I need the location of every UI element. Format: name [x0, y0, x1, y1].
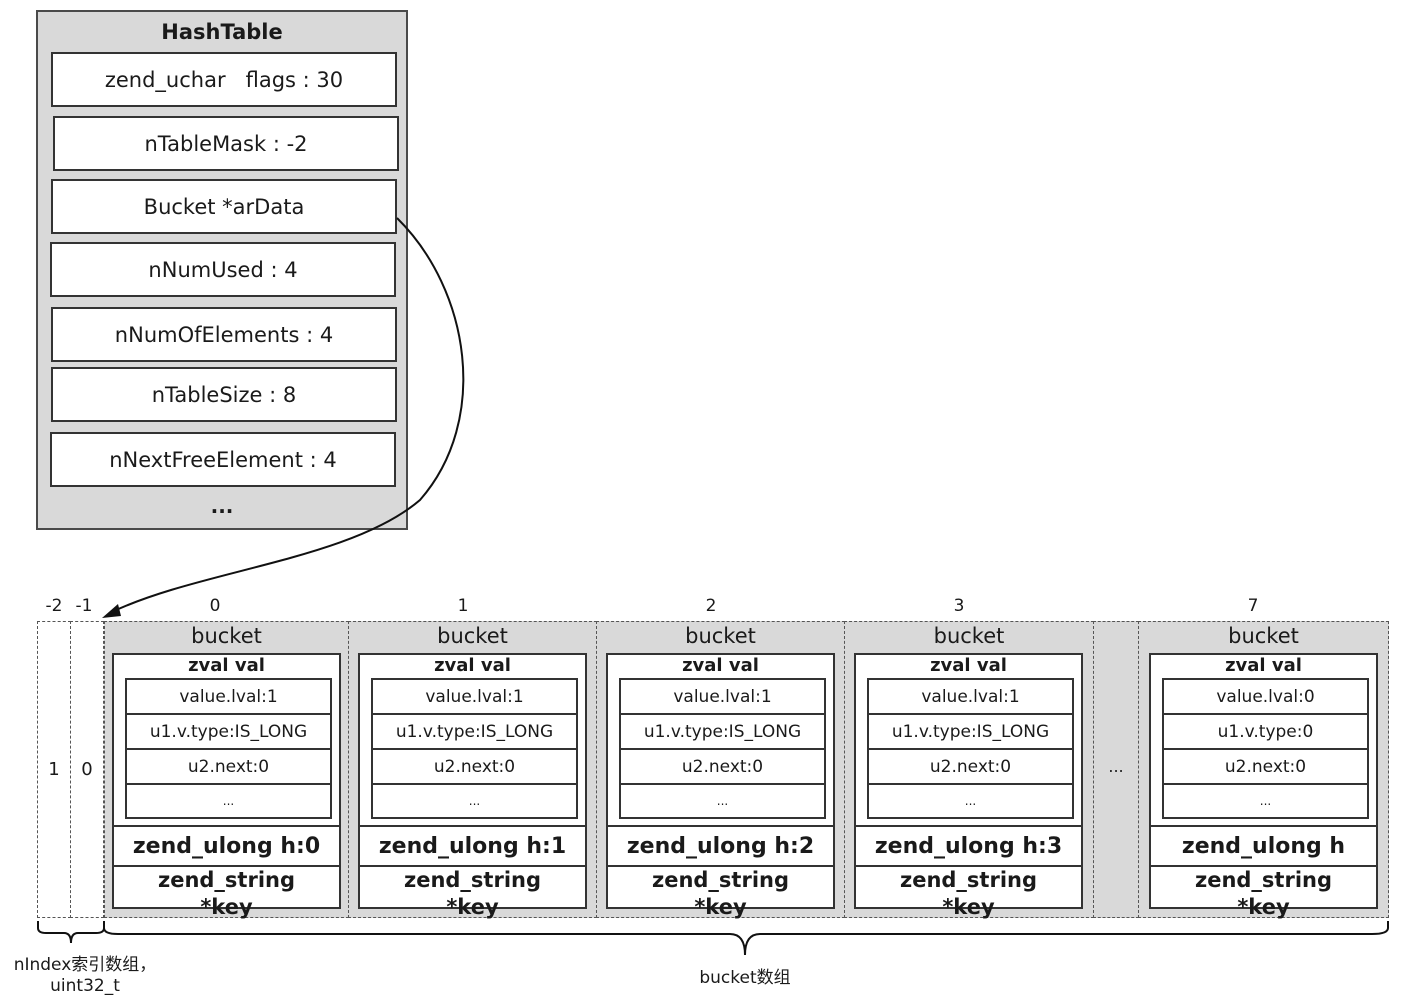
key-line-2: *key [200, 895, 253, 919]
hashtable-box: HashTable zend_uchar flags : 30 nTableMa… [36, 10, 408, 530]
zval-title: zval val [682, 655, 759, 676]
u1-type: u1.v.type:IS_LONG [125, 713, 332, 750]
bucket-array-brace [103, 921, 1389, 956]
u1-type: u1.v.type:IS_LONG [371, 713, 578, 750]
key-line-2: *key [1237, 895, 1290, 919]
key-line-2: *key [446, 895, 499, 919]
field-nnumused: nNumUsed : 4 [50, 242, 396, 297]
bucket-body: zval val value.lval:0 u1.v.type:0 u2.nex… [1149, 653, 1378, 919]
key-line-2: *key [694, 895, 747, 919]
key-line-1: zend_string [651, 868, 790, 892]
zval-more: ... [867, 783, 1074, 819]
hash-h: zend_ulong h:0 [114, 825, 339, 865]
value-lval: value.lval:1 [125, 678, 332, 715]
bucket-3: bucket zval val value.lval:1 u1.v.type:I… [844, 621, 1094, 919]
key-field: zend_string *key [114, 865, 339, 919]
zval-more: ... [619, 783, 826, 819]
key-line-1: zend_string [403, 868, 542, 892]
bucket-title: bucket [1228, 624, 1299, 648]
bucket-index-1: 1 [457, 596, 469, 616]
nindex-caption-line-1: nIndex索引数组， [13, 955, 157, 975]
bucket-body: zval val value.lval:1 u1.v.type:IS_LONG … [358, 653, 587, 919]
field-ntablemask: nTableMask : -2 [53, 116, 399, 171]
bucket-1: bucket zval val value.lval:1 u1.v.type:I… [348, 621, 597, 919]
field-ardata: Bucket *arData [51, 179, 397, 234]
hashtable-title: HashTable [161, 20, 283, 44]
zval-more: ... [371, 783, 578, 819]
hash-h: zend_ulong h:2 [608, 825, 833, 865]
key-line-1: zend_string [157, 868, 296, 892]
bucket-title: bucket [685, 624, 756, 648]
zval-more: ... [1162, 783, 1369, 819]
u2-next: u2.next:0 [619, 748, 826, 785]
key-field: zend_string *key [1151, 865, 1376, 919]
zval-more: ... [125, 783, 332, 819]
hashtable-ellipsis: ... [210, 494, 234, 518]
value-lval: value.lval:1 [867, 678, 1074, 715]
bucket-body: zval val value.lval:1 u1.v.type:IS_LONG … [112, 653, 341, 919]
nindex-brace [37, 921, 105, 944]
bucket-0: bucket zval val value.lval:1 u1.v.type:I… [104, 621, 349, 919]
bucket-array-caption: bucket数组 [699, 968, 791, 988]
zval-title: zval val [434, 655, 511, 676]
bucket-2: bucket zval val value.lval:1 u1.v.type:I… [596, 621, 845, 919]
value-lval: value.lval:1 [371, 678, 578, 715]
nindex-cell-minus1: 0 [70, 621, 104, 918]
bucket-index-3: 3 [953, 596, 965, 616]
u2-next: u2.next:0 [371, 748, 578, 785]
field-ntablesize: nTableSize : 8 [51, 367, 397, 422]
value-lval: value.lval:1 [619, 678, 826, 715]
key-field: zend_string *key [608, 865, 833, 919]
u2-next: u2.next:0 [125, 748, 332, 785]
bucket-7: bucket zval val value.lval:0 u1.v.type:0… [1138, 621, 1389, 919]
nindex-caption-line-2: uint32_t [50, 976, 120, 996]
gap-ellipsis: ... [1108, 757, 1124, 776]
nindex-cell-minus2: 1 [37, 621, 71, 918]
hash-h: zend_ulong h:3 [856, 825, 1081, 865]
u1-type: u1.v.type:0 [1162, 713, 1369, 750]
nindex-caption: nIndex索引数组， uint32_t [0, 955, 170, 997]
zval-title: zval val [930, 655, 1007, 676]
key-field: zend_string *key [360, 865, 585, 919]
u2-next: u2.next:0 [1162, 748, 1369, 785]
u1-type: u1.v.type:IS_LONG [867, 713, 1074, 750]
key-line-1: zend_string [899, 868, 1038, 892]
bucket-gap: ... [1093, 621, 1139, 918]
bucket-title: bucket [933, 624, 1005, 648]
ardata-pointer-arrow [111, 217, 465, 613]
bucket-index-7: 7 [1247, 596, 1259, 616]
key-field: zend_string *key [856, 865, 1081, 919]
field-nnextfreeelement: nNextFreeElement : 4 [50, 432, 396, 487]
field-nnumofelements: nNumOfElements : 4 [51, 307, 397, 362]
u2-next: u2.next:0 [867, 748, 1074, 785]
bucket-body: zval val value.lval:1 u1.v.type:IS_LONG … [854, 653, 1083, 919]
field-flags: zend_uchar flags : 30 [51, 52, 397, 107]
hash-h: zend_ulong h [1151, 825, 1376, 865]
bucket-body: zval val value.lval:1 u1.v.type:IS_LONG … [606, 653, 835, 919]
key-line-1: zend_string [1194, 868, 1333, 892]
bucket-title: bucket [191, 624, 262, 648]
u1-type: u1.v.type:IS_LONG [619, 713, 826, 750]
nindex-label-minus2: -2 [45, 596, 63, 616]
zval-title: zval val [1225, 655, 1302, 676]
bucket-index-2: 2 [705, 596, 717, 616]
key-line-2: *key [942, 895, 995, 919]
value-lval: value.lval:0 [1162, 678, 1369, 715]
hash-h: zend_ulong h:1 [360, 825, 585, 865]
arrowhead-icon [102, 604, 121, 618]
nindex-label-minus1: -1 [75, 596, 93, 616]
bucket-index-0: 0 [209, 596, 221, 616]
bucket-title: bucket [437, 624, 508, 648]
zval-title: zval val [188, 655, 265, 676]
